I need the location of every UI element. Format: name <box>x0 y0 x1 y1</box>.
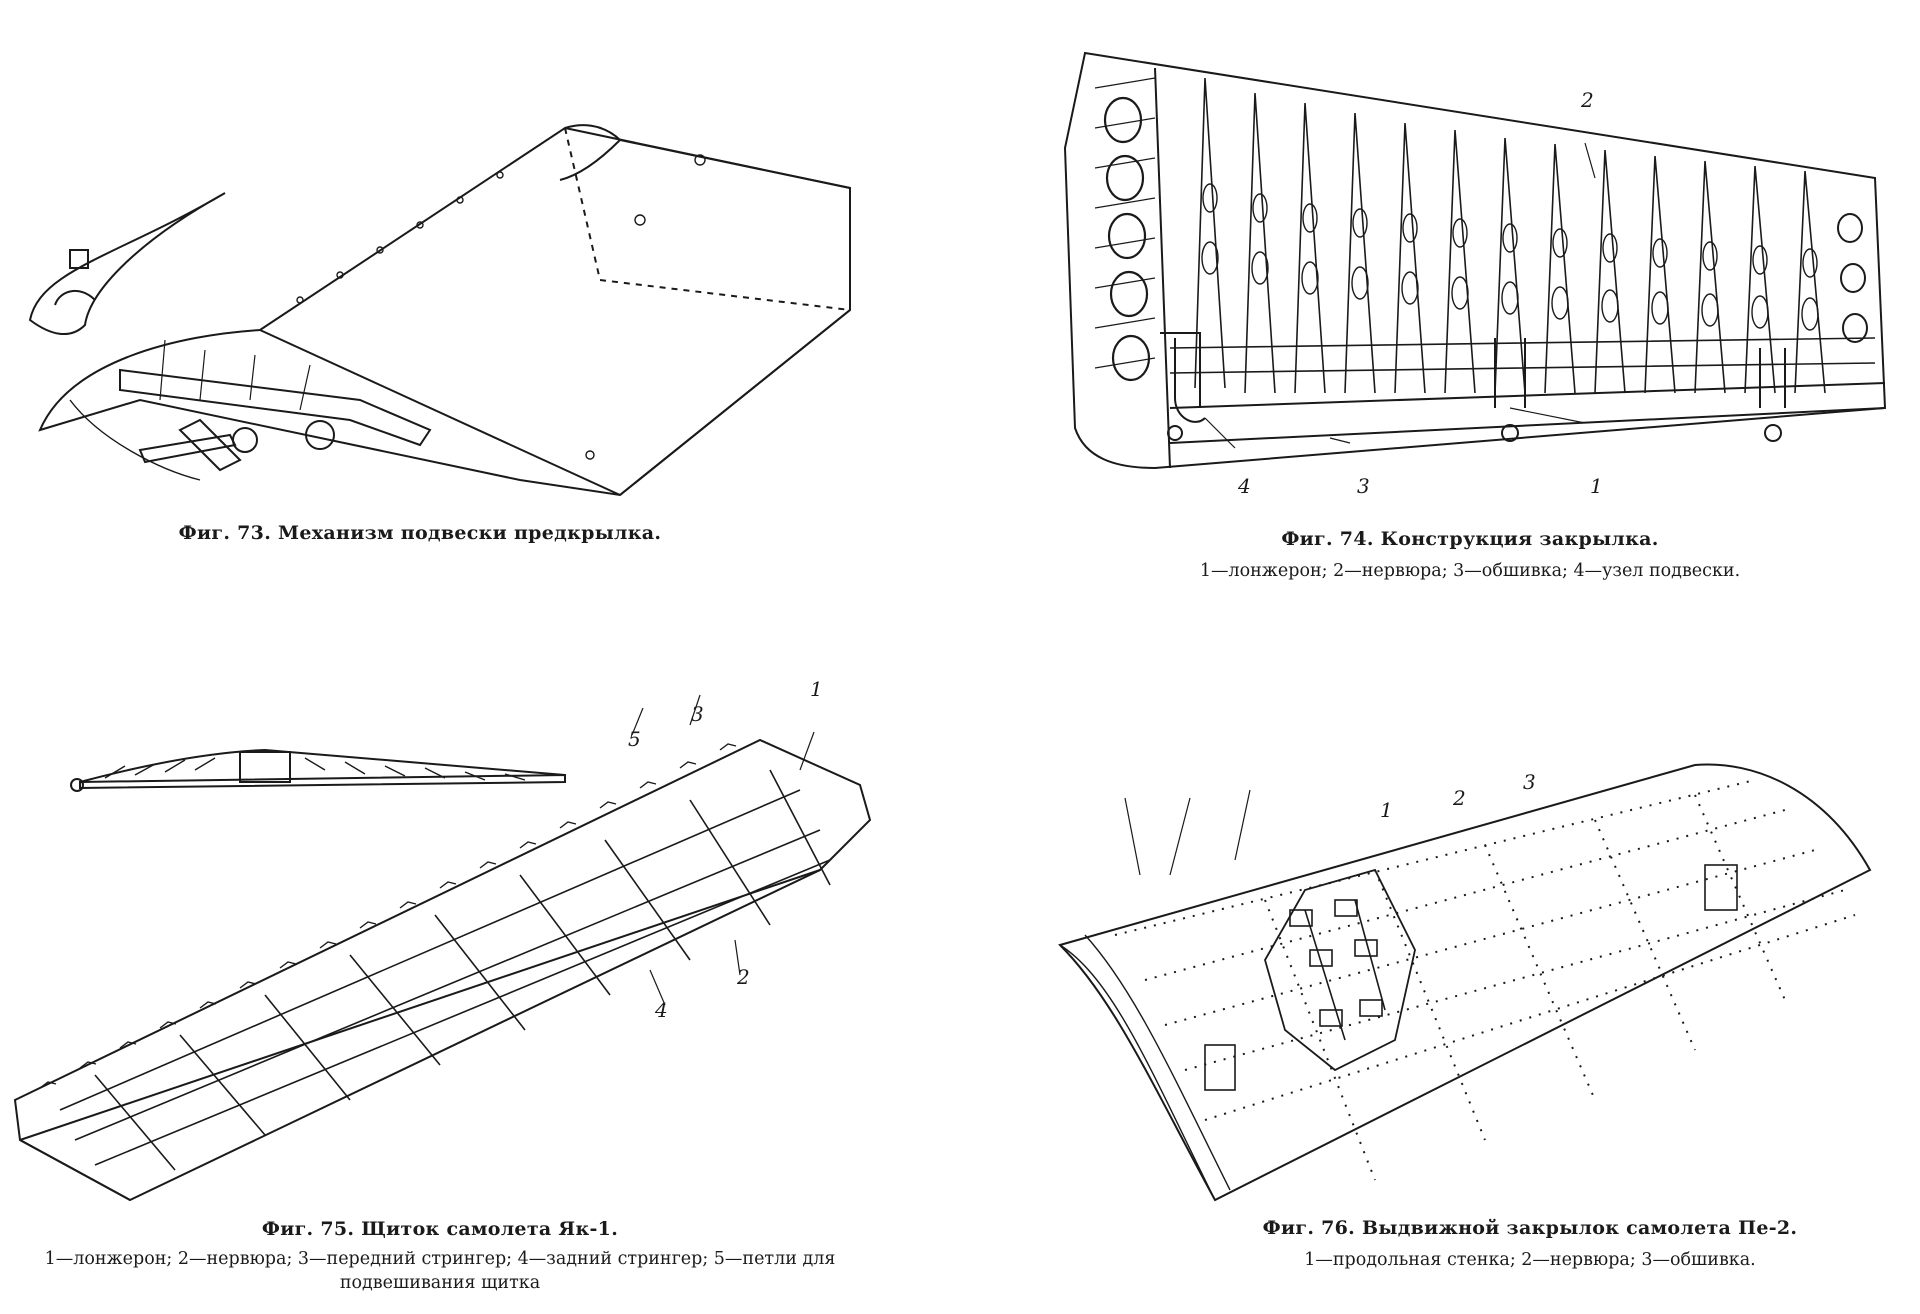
figure-74-caption: Фиг. 74. Конструкция закрылка. <box>1281 528 1659 550</box>
figure-75-legend-cont: подвешивания щитка <box>339 1272 541 1293</box>
figure-74-legend: 1—лонжерон; 2—нервюра; 3—обшивка; 4—узел… <box>1199 561 1741 581</box>
yak1-flap-drawing <box>13 694 872 1202</box>
callout-1: 1 <box>1380 798 1393 822</box>
figure-75-legend: 1—лонжерон; 2—нервюра; 3—передний стринг… <box>44 1249 836 1269</box>
figure-76-legend: 1—продольная стенка; 2—нервюра; 3—обшивк… <box>1304 1250 1756 1270</box>
callout-2: 2 <box>1581 88 1594 112</box>
callout-1: 1 <box>1590 474 1603 498</box>
figure-75-caption: Фиг. 75. Щиток самолета Як-1. <box>261 1218 619 1240</box>
callout-3: 3 <box>1523 770 1536 794</box>
callout-5: 5 <box>628 727 641 751</box>
flap-cross-section <box>70 748 566 792</box>
callout-4: 4 <box>1238 474 1251 498</box>
slat-mechanism-drawing <box>28 124 851 497</box>
callout-3: 3 <box>1357 474 1370 498</box>
figure-73-caption: Фиг. 73. Механизм подвески предкрылка. <box>178 522 662 544</box>
pe2-flap-drawing <box>1058 763 1872 1202</box>
flap-structure-drawing <box>1063 51 1887 470</box>
callout-4: 4 <box>655 998 668 1022</box>
callout-3: 3 <box>691 702 704 726</box>
callout-1: 1 <box>810 677 823 701</box>
callout-2: 2 <box>1453 786 1466 810</box>
figure-76-caption: Фиг. 76. Выдвижной закрылок самолета Пе-… <box>1262 1217 1798 1239</box>
callout-2: 2 <box>737 965 750 989</box>
